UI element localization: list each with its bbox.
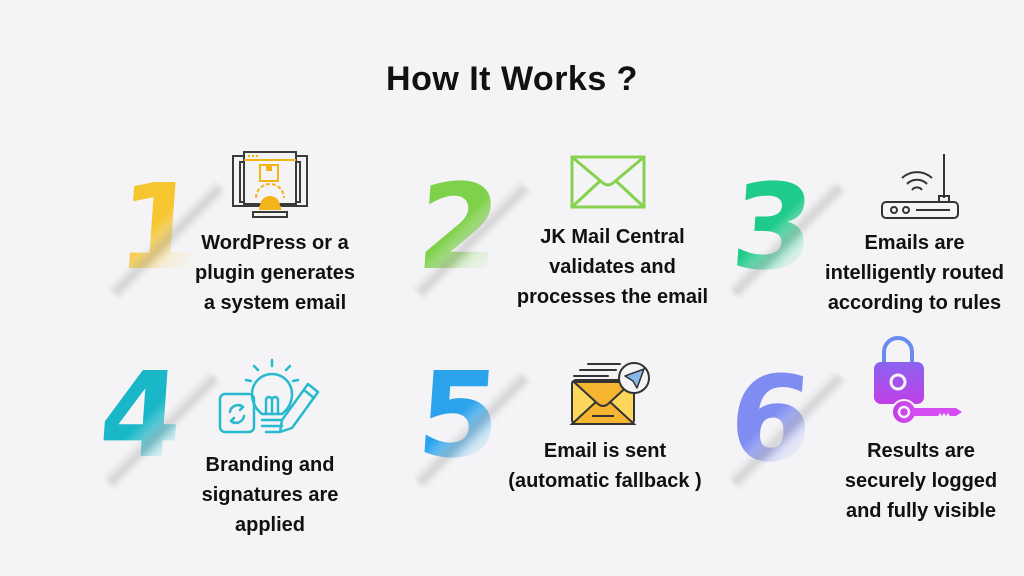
step-3-label: Emails are intelligently routed accordin… xyxy=(825,232,1004,314)
monitor-gear-icon xyxy=(232,151,308,218)
page-title: How It Works ? xyxy=(386,60,638,98)
step-5-label: Email is sent (automatic fallback ) xyxy=(508,440,702,492)
step-4-label: Branding and signatures are applied xyxy=(201,454,339,536)
step-6-label: Results are securely logged and fully vi… xyxy=(844,440,998,522)
envelope-icon xyxy=(570,155,646,209)
send-email-icon xyxy=(569,362,650,425)
step-1-label: WordPress or a plugin generates a system… xyxy=(194,232,356,314)
step-2-label: JK Mail Central validates and processes … xyxy=(516,226,709,308)
lock-key-icon xyxy=(874,336,962,424)
lightbulb-pencil-icon xyxy=(218,358,320,434)
router-wifi-icon xyxy=(881,154,959,219)
